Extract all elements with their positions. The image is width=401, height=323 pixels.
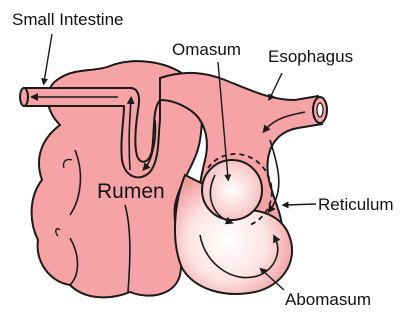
label-rumen: Rumen (97, 180, 165, 203)
label-omasum: Omasum (172, 40, 241, 59)
label-abomasum: Abomasum (285, 290, 371, 309)
label-small-intestine: Small Intestine (12, 10, 124, 29)
label-esophagus: Esophagus (268, 47, 353, 66)
small-intestine-end (20, 88, 28, 106)
esophagus-lumen (317, 103, 323, 117)
label-reticulum: Reticulum (318, 195, 394, 214)
